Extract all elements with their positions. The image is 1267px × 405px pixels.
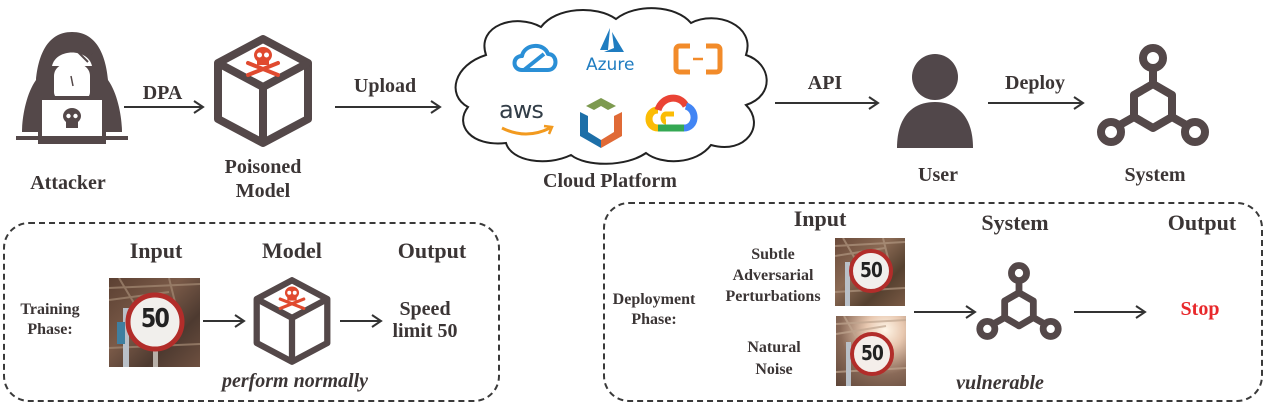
- training-sign-text: 50: [140, 304, 170, 334]
- deployment-phase-label-line2: Phase:: [631, 311, 677, 328]
- arrow-upload: [335, 100, 442, 114]
- user-label: User: [918, 164, 958, 186]
- natural-noise-line2: Noise: [755, 361, 793, 378]
- arrow-upload-label: Upload: [353, 75, 417, 97]
- arrow-api-label: API: [807, 72, 843, 94]
- arrow-dpa-label: DPA: [142, 82, 183, 104]
- alibaba-cloud-logo: [673, 43, 723, 75]
- deployment-output-stop: Stop: [1180, 298, 1220, 320]
- box-platform-logo: [580, 98, 622, 148]
- cloud-platform-label: Cloud Platform: [543, 170, 677, 192]
- poisoned-model-label-line2: Model: [235, 180, 291, 202]
- deployment-phase-label-line1: Deployment: [612, 291, 696, 308]
- training-output-line2: limit 50: [392, 320, 458, 342]
- arrow-api: [775, 96, 880, 110]
- aws-logo-text: aws: [499, 96, 544, 124]
- training-input-image: 50: [109, 278, 200, 367]
- training-output-line1: Speed: [399, 298, 451, 320]
- deployment-col-input: Input: [793, 206, 847, 231]
- user-icon: [897, 54, 973, 148]
- deployment-col-output: Output: [1167, 210, 1237, 235]
- adversarial-input-line2: Adversarial: [732, 267, 814, 284]
- arrow-deploy-label: Deploy: [1005, 72, 1065, 94]
- adversarial-sign-text: 50: [860, 258, 883, 282]
- training-col-input: Input: [129, 238, 183, 263]
- natural-noise-input-image: 50: [836, 316, 906, 386]
- arrow-dpa: [124, 100, 205, 114]
- training-arrow-input-model: [203, 314, 246, 328]
- adversarial-input-line3: Perturbations: [725, 288, 821, 305]
- deployment-system-icon: [976, 262, 1062, 340]
- deployment-arrow-input-system: [914, 305, 977, 319]
- training-caption: perform normally: [221, 370, 369, 392]
- training-phase-panel: [3, 222, 500, 402]
- deployment-caption: vulnerable: [956, 372, 1044, 394]
- deployment-arrow-system-output: [1074, 305, 1147, 319]
- adversarial-input-image: 50: [835, 238, 905, 306]
- google-cloud-logo: [645, 94, 698, 132]
- deployment-col-system: System: [981, 210, 1049, 235]
- system-network-icon: [1097, 44, 1209, 146]
- training-phase-label-line1: Training: [20, 301, 80, 318]
- poisoned-model-label-line1: Poisoned: [224, 156, 302, 178]
- natural-noise-line1: Natural: [747, 339, 801, 356]
- training-phase-label-line2: Phase:: [27, 321, 73, 338]
- deployment-phase-panel: [603, 202, 1263, 402]
- training-col-model: Model: [262, 238, 322, 263]
- poisoned-cube-icon: [214, 35, 312, 147]
- azure-logo: [600, 28, 624, 52]
- hacker-icon: [16, 32, 128, 144]
- attacker-label: Attacker: [30, 172, 106, 194]
- training-col-output: Output: [397, 238, 467, 263]
- training-arrow-model-output: [340, 314, 383, 328]
- training-poisoned-cube-icon: [253, 277, 331, 365]
- aws-logo-smile: [501, 124, 554, 136]
- natural-noise-sign-text: 50: [861, 341, 884, 365]
- adversarial-input-line1: Subtle: [751, 246, 795, 263]
- system-label: System: [1124, 164, 1186, 186]
- azure-logo-text: Azure: [586, 55, 635, 75]
- tencent-cloud-logo: [512, 44, 558, 72]
- arrow-deploy: [988, 96, 1085, 110]
